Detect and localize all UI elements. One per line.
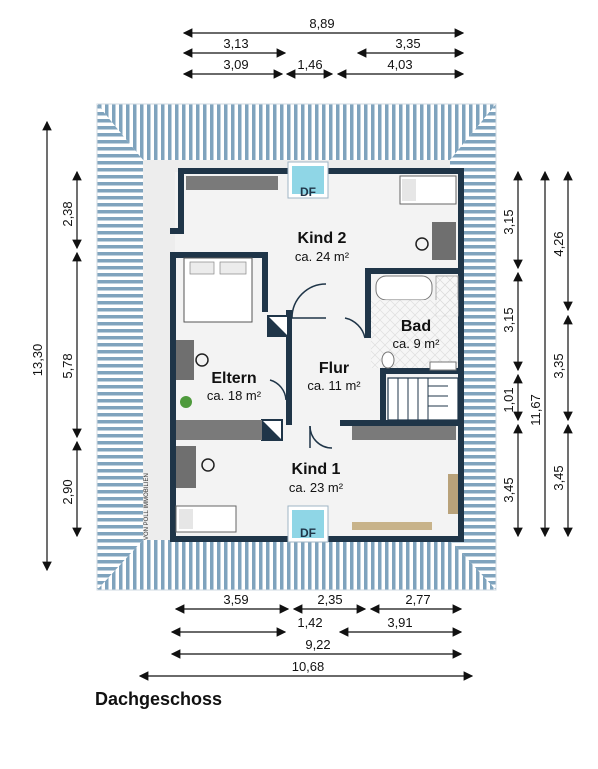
dim-right-mid-bottom: 3,45 [551, 465, 566, 490]
dim-top-row2-left: 3,13 [223, 36, 248, 51]
wardrobe-kind1 [176, 426, 262, 440]
dim-right-mid-mid: 3,35 [551, 353, 566, 378]
dim-top-total: 8,89 [309, 16, 334, 31]
dim-bottom-row2-right: 3,91 [387, 615, 412, 630]
roof-bottom [97, 540, 496, 590]
dim-top-row3-left: 3,09 [223, 57, 248, 72]
toilet [381, 351, 395, 369]
room-kind2-name: Kind 2 [298, 230, 347, 247]
roof-left [97, 104, 143, 590]
dim-right-inner-mid: 3,15 [501, 307, 516, 332]
floor-title: Dachgeschoss [95, 689, 223, 709]
bathtub [375, 275, 433, 301]
svg-text:VON POLL IMMOBILIEN: VON POLL IMMOBILIEN [144, 473, 150, 540]
furniture [175, 175, 459, 533]
desk-kind1 [176, 446, 196, 488]
room-bad-area: ca. 9 m² [393, 336, 441, 351]
room-kind1-name: Kind 1 [292, 461, 341, 478]
dim-bottom-row1-left: 3,59 [223, 592, 248, 607]
dim-left-bottom: 2,90 [60, 479, 75, 504]
room-eltern-name: Eltern [211, 370, 256, 387]
staircase [387, 377, 459, 421]
chair-kind1 [201, 458, 215, 472]
dim-bottom-row3: 9,22 [305, 637, 330, 652]
desk-kind2 [432, 222, 456, 260]
watermark: VON POLL IMMOBILIEN [144, 473, 150, 540]
dim-bottom-row4: 10,68 [292, 659, 325, 674]
skylight-top-label: DF [300, 185, 316, 199]
dim-right-inner-top: 3,15 [501, 209, 516, 234]
dim-left-total: 13,30 [30, 344, 45, 377]
sink [429, 361, 457, 371]
dim-left-top: 2,38 [60, 201, 75, 226]
dimension-lines [42, 28, 573, 681]
wardrobe-kind2 [186, 176, 278, 190]
room-bad-name: Bad [401, 318, 431, 335]
room-kind2-area: ca. 24 m² [295, 249, 350, 264]
dim-right-inner-bottom: 3,45 [501, 477, 516, 502]
desk-eltern [176, 340, 194, 380]
cabinet-kind1 [448, 474, 458, 514]
room-kind1-area: ca. 23 m² [289, 480, 344, 495]
plant-icon [180, 396, 192, 408]
dim-bottom-row1-right: 2,77 [405, 592, 430, 607]
dim-bottom-row2-left: 1,42 [297, 615, 322, 630]
dim-right-mid-top: 4,26 [551, 231, 566, 256]
chair-kind2 [415, 237, 429, 251]
room-eltern-area: ca. 18 m² [207, 388, 262, 403]
doors [269, 283, 366, 449]
dim-right-total: 11,67 [528, 394, 543, 426]
dim-top-row3-mid: 1,46 [297, 57, 322, 72]
skylight-bottom: DF [287, 505, 329, 543]
bench-kind1 [352, 522, 432, 530]
dim-right-inner-small: 1,01 [501, 387, 516, 412]
room-labels: Kind 2 ca. 24 m² Eltern ca. 18 m² Flur c… [207, 230, 440, 495]
dim-top-row3-right: 4,03 [387, 57, 412, 72]
dimension-labels: 8,89 3,13 3,35 3,09 1,46 4,03 13,30 2,38… [30, 16, 566, 674]
chair-eltern [195, 353, 209, 367]
room-flur-area: ca. 11 m² [307, 378, 361, 393]
skylight-bottom-label: DF [300, 526, 316, 540]
shelf-kind1 [352, 426, 456, 440]
dim-left-mid: 5,78 [60, 353, 75, 378]
dim-bottom-row1-mid: 2,35 [317, 592, 342, 607]
dim-top-row2-right: 3,35 [395, 36, 420, 51]
roof-top [97, 104, 496, 160]
room-flur-name: Flur [319, 360, 349, 377]
skylight-top: DF [287, 161, 329, 199]
